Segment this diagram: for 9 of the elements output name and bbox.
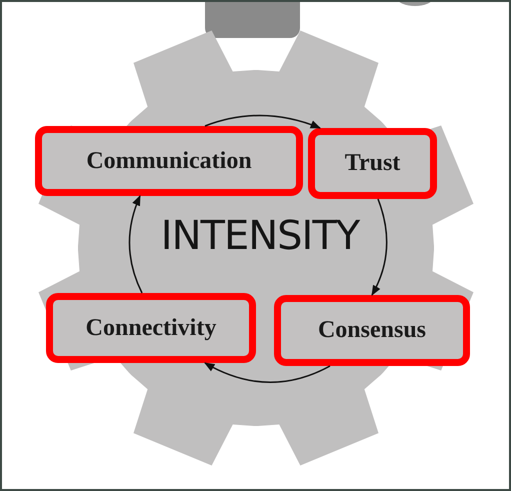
- center-label: INTENSITY: [160, 212, 361, 260]
- label-box: Trust: [308, 128, 437, 199]
- cycle-arrow: [371, 198, 388, 296]
- label-box: Consensus: [274, 295, 470, 366]
- cycle-arrow: [204, 114, 321, 129]
- label-box: Communication: [35, 126, 303, 196]
- cycle-arrow: [128, 195, 143, 294]
- cycle-arrow: [204, 362, 330, 383]
- label-box: Connectivity: [46, 293, 256, 363]
